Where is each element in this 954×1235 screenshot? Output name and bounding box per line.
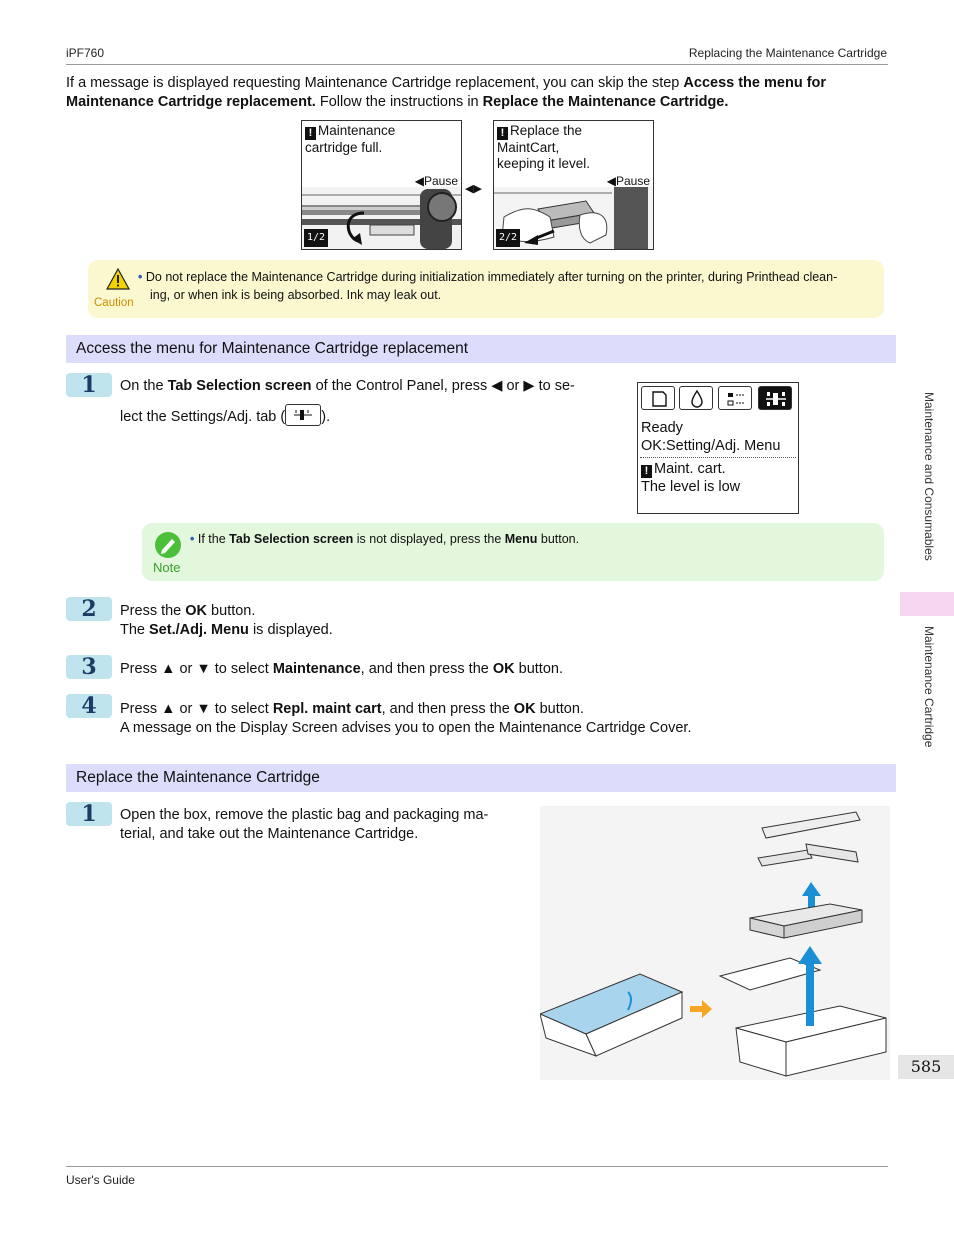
- left-arrow-key: ◀: [491, 378, 503, 394]
- step-1-text-2: lect the Settings/Adj. tab ().: [120, 404, 330, 427]
- pause-label: ◀Pause: [414, 174, 458, 188]
- note-label: Note: [153, 560, 181, 575]
- right-arrow-key: ▶: [523, 378, 535, 394]
- step-number: 1: [66, 802, 112, 826]
- page-number: 585: [898, 1055, 954, 1079]
- warning-icon: !: [305, 127, 316, 140]
- sidebar-tab-maintenance-consumables[interactable]: Maintenance and Consumables: [922, 392, 936, 561]
- sidebar-active-marker: [900, 592, 954, 616]
- step-number: 1: [66, 373, 112, 397]
- header-product: iPF760: [66, 46, 105, 60]
- panel-toggle-arrows: ◀▶: [465, 183, 482, 195]
- caution-text: • Do not replace the Maintenance Cartrid…: [138, 270, 838, 302]
- printer-illustration: [302, 187, 461, 249]
- tab-job: [718, 386, 752, 410]
- header-rule: [66, 64, 888, 65]
- header-chapter: Replacing the Maintenance Cartridge: [688, 46, 887, 60]
- cartridge-removal-illustration: [494, 187, 653, 249]
- section-heading-replace: Replace the Maintenance Cartridge: [66, 764, 896, 792]
- settings-tab-icon: [285, 404, 322, 426]
- step-number: 4: [66, 694, 112, 718]
- cartridge-unboxing-illustration: [540, 806, 890, 1080]
- tab-paper: [641, 386, 675, 410]
- note-box: Note • If the Tab Selection screen is no…: [142, 523, 884, 581]
- step-1-text: On the Tab Selection screen of the Contr…: [120, 378, 575, 394]
- tab-ink: [679, 386, 713, 410]
- tab-settings-adj: [758, 386, 792, 410]
- control-panel-display: Ready OK:Setting/Adj. Menu !Maint. cart.…: [637, 382, 799, 514]
- lcd-warning-detail: The level is low: [641, 479, 741, 495]
- lcd-warning: Maint. cart.: [654, 461, 726, 477]
- caution-icon: [106, 268, 130, 290]
- step-number: 2: [66, 597, 112, 621]
- step-2-text: Press the OK button. The Set./Adj. Menu …: [120, 603, 333, 638]
- warning-icon: !: [497, 127, 508, 140]
- lcd-status: Ready: [641, 420, 683, 436]
- lcd-menu-hint: OK:Setting/Adj. Menu: [641, 438, 781, 454]
- step-number: 3: [66, 655, 112, 679]
- warning-icon: !: [641, 465, 652, 478]
- caution-label: Caution: [94, 297, 134, 309]
- step-4-text: Press ▲ or ▼ to select Repl. maint cart,…: [120, 701, 692, 736]
- lcd-divider: [640, 457, 796, 458]
- sidebar-tab-maintenance-cartridge[interactable]: Maintenance Cartridge: [922, 626, 936, 748]
- pause-label: ◀Pause: [606, 174, 650, 188]
- step-3-text: Press ▲ or ▼ to select Maintenance, and …: [120, 661, 563, 677]
- intro-paragraph: If a message is displayed requesting Mai…: [66, 75, 827, 110]
- section-heading-access-menu: Access the menu for Maintenance Cartridg…: [66, 335, 896, 363]
- page-indicator: 1/2: [304, 229, 329, 247]
- step-open-box-text: Open the box, remove the plastic bag and…: [120, 807, 489, 842]
- intro-link-access-menu: Access the menu for Maintenance Cartridg…: [66, 75, 827, 110]
- intro-link-replace: Replace the Maintenance Cartridge.: [482, 94, 729, 110]
- caution-box: Caution • Do not replace the Maintenance…: [88, 260, 884, 318]
- note-text: • If the Tab Selection screen is not dis…: [190, 532, 580, 546]
- footer-rule: [66, 1166, 888, 1167]
- footer-guide-title: User's Guide: [66, 1173, 135, 1187]
- page-indicator: 2/2: [496, 229, 521, 247]
- note-pencil-icon: [155, 532, 181, 558]
